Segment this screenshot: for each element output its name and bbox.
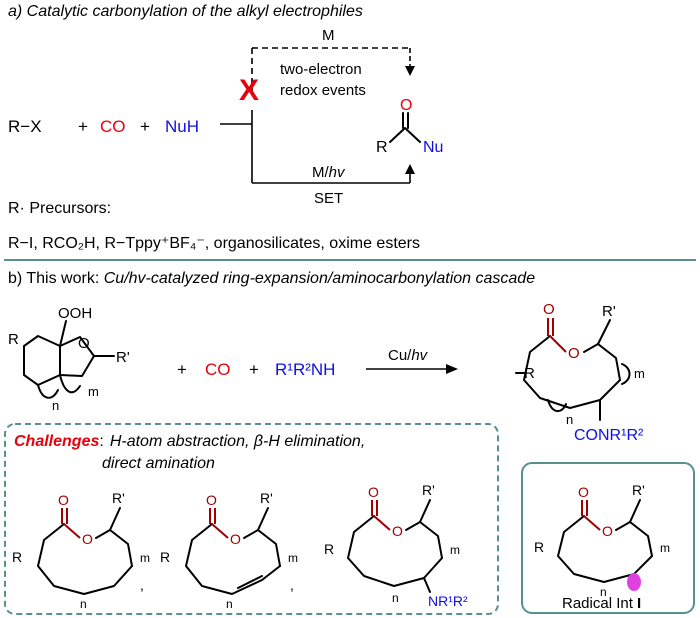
svg-text:m: m (450, 543, 460, 557)
svg-text:m: m (634, 366, 645, 381)
plus-sign: + (177, 360, 187, 379)
precursor-list: R−I, RCO₂H, R−Tppy⁺BF₄⁻, organosilicates… (8, 235, 420, 252)
nucleophile: NuH (165, 117, 199, 136)
svg-text:R: R (12, 549, 22, 565)
svg-text:R': R' (632, 482, 645, 498)
svg-text:,: , (290, 577, 294, 593)
side-product-hat: O O R' m R n , (12, 490, 150, 611)
precursors-label: R· Precursors: (8, 200, 111, 217)
svg-text:O: O (568, 345, 580, 362)
svg-text:R': R' (422, 482, 435, 498)
svg-text:R': R' (112, 490, 125, 506)
cross-mark: X (239, 74, 259, 107)
set-label: SET (314, 190, 343, 207)
svg-text:O: O (78, 335, 90, 352)
challenges-line2: direct amination (102, 455, 215, 472)
product-r: R (376, 139, 388, 156)
side-product-elimination: O O R' m R n , (160, 490, 298, 611)
svg-text:O: O (392, 523, 403, 539)
svg-text:m: m (660, 541, 670, 555)
svg-text:,: , (140, 577, 144, 593)
challenges-heading: Challenges:H-atom abstraction, β-H elimi… (14, 433, 365, 450)
challenges-box (4, 423, 499, 615)
radical-intermediate: O O R' m R n (534, 482, 670, 599)
svg-text:R: R (324, 541, 334, 557)
svg-text:R: R (8, 331, 19, 348)
svg-text:R: R (534, 539, 544, 555)
svg-text:n: n (600, 585, 607, 599)
svg-text:n: n (566, 412, 573, 427)
svg-text:R: R (524, 365, 535, 382)
svg-text:n: n (52, 398, 59, 413)
svg-text:R': R' (116, 349, 130, 366)
bond (389, 127, 406, 143)
svg-text:m: m (288, 551, 298, 565)
svg-text:O: O (206, 492, 217, 508)
part-a-title: a) Catalytic carbonylation of the alkyl … (8, 3, 363, 20)
plus-sign: + (140, 117, 150, 136)
svg-text:O: O (543, 301, 555, 318)
svg-text:R: R (160, 549, 170, 565)
radical-orbital-lobe (627, 573, 641, 591)
redox-events-label: redox events (280, 82, 366, 99)
reactant-rx: R−X (8, 117, 42, 136)
svg-text:O: O (230, 531, 241, 547)
radical-label: Radical Int I (562, 595, 641, 612)
svg-text:n: n (392, 591, 399, 605)
radical-box (521, 462, 695, 614)
svg-text:R': R' (602, 303, 616, 320)
svg-text:R': R' (260, 490, 273, 506)
starting-material: OOH O R R' n m (8, 305, 130, 413)
co-reagent: CO (205, 360, 231, 379)
svg-text:O: O (82, 531, 93, 547)
product-macrolactone: O O R' m R n CONR¹R² (515, 301, 645, 444)
reaction-conditions: Cu/hv (388, 347, 429, 364)
reaction-arrowhead (446, 364, 458, 374)
svg-text:NR¹R²: NR¹R² (428, 593, 468, 609)
plus-sign: + (249, 360, 259, 379)
two-electron-label: two-electron (280, 61, 362, 78)
photo-arrowhead (405, 164, 415, 174)
dashed-arrowhead (405, 66, 415, 76)
svg-text:n: n (80, 597, 87, 611)
plus-sign: + (78, 117, 88, 136)
svg-text:CONR¹R²: CONR¹R² (574, 427, 644, 444)
svg-text:O: O (368, 484, 379, 500)
product-nu: Nu (423, 139, 443, 156)
svg-text:n: n (226, 597, 233, 611)
side-product-amination: O O R' m R n NR¹R² (324, 482, 468, 609)
svg-text:OOH: OOH (58, 305, 92, 322)
svg-text:O: O (58, 492, 69, 508)
bottom-metal-label: M/hv (312, 164, 346, 181)
top-metal-label: M (322, 27, 335, 44)
co-reagent: CO (100, 117, 126, 136)
part-b-title: b) This work: Cu/hv-catalyzed ring-expan… (8, 270, 535, 287)
amine-reagent: R¹R²NH (275, 360, 335, 379)
svg-text:O: O (602, 523, 613, 539)
svg-text:m: m (88, 384, 99, 399)
svg-text:O: O (578, 484, 589, 500)
svg-text:m: m (140, 551, 150, 565)
product-oxygen: O (400, 97, 412, 114)
bond (404, 127, 421, 143)
